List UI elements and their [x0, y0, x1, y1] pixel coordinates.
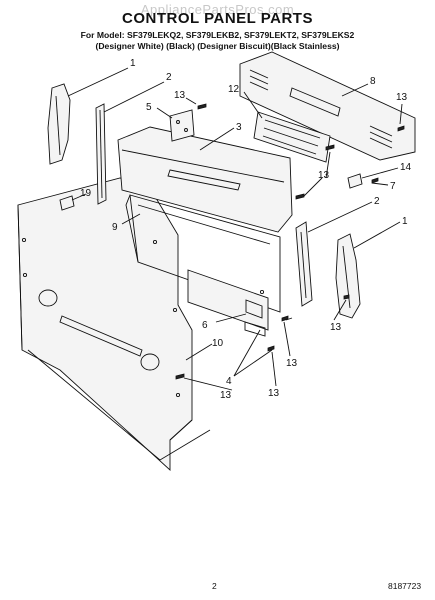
page-title: CONTROL PANEL PARTS — [122, 10, 313, 27]
callout-4: 4 — [226, 376, 232, 387]
left-end-cap — [47, 83, 71, 165]
callout-13b: 13 — [396, 92, 408, 103]
callout-1b: 1 — [402, 216, 408, 227]
callout-labels: 1 2 5 13 3 12 8 13 13 14 7 2 1 19 9 13 6… — [80, 58, 412, 401]
screws — [175, 103, 405, 380]
leader-lines — [67, 67, 403, 391]
callout-13d: 13 — [330, 322, 342, 333]
document-number: 8187723 — [388, 581, 422, 591]
callout-13f: 13 — [268, 388, 280, 399]
model-list: For Model: SF379LEKQ2, SF379LEKB2, SF379… — [80, 30, 355, 40]
callout-12: 12 — [228, 84, 240, 95]
right-end-cap — [335, 233, 361, 319]
watermark: AppliancePartsPros.com — [140, 2, 295, 17]
control-panel-trim — [187, 269, 269, 337]
callout-6: 6 — [202, 320, 208, 331]
color-list: (Designer White) (Black) (Designer Biscu… — [95, 41, 340, 51]
callout-13g: 13 — [220, 390, 232, 401]
right-side-bracket — [295, 221, 313, 307]
callout-7: 7 — [390, 181, 396, 192]
electronic-control — [253, 111, 331, 163]
callout-14: 14 — [400, 162, 412, 173]
clip-part-14 — [347, 173, 363, 189]
callout-13a: 13 — [174, 90, 186, 101]
callout-1a: 1 — [130, 58, 136, 69]
left-side-bracket — [95, 103, 107, 205]
callout-8: 8 — [370, 76, 376, 87]
callout-9: 9 — [112, 222, 118, 233]
callout-13c: 13 — [318, 170, 330, 181]
callout-5: 5 — [146, 102, 152, 113]
clip-part-19 — [59, 195, 75, 211]
callout-13e: 13 — [286, 358, 298, 369]
callout-2b: 2 — [374, 196, 380, 207]
callout-19: 19 — [80, 188, 92, 199]
callout-10: 10 — [212, 338, 224, 349]
callout-3: 3 — [236, 122, 242, 133]
callout-2a: 2 — [166, 72, 172, 83]
page-number: 2 — [212, 581, 217, 591]
bracket-part-5 — [169, 109, 195, 142]
control-panel-shroud — [117, 126, 293, 313]
backsplash — [239, 51, 416, 161]
